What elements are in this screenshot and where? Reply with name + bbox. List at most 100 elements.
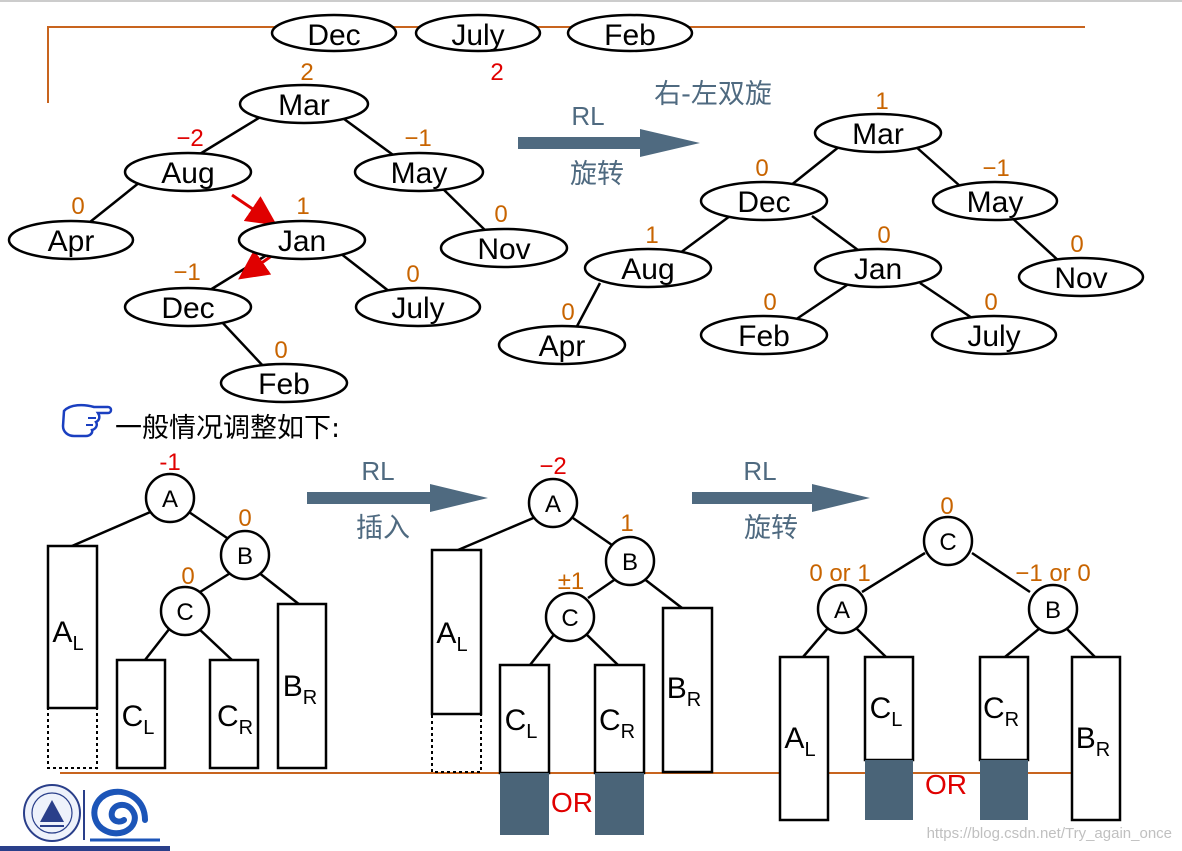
bf-aug: 1: [645, 222, 658, 249]
insert-arrow: RL 插入: [307, 456, 488, 544]
node-label: C: [939, 529, 956, 556]
label-al: AL: [784, 722, 815, 761]
rotate-arrow-caption: 旋转: [744, 513, 798, 544]
node-label: C: [561, 605, 578, 632]
subtree-cl-growth: [500, 773, 549, 835]
subtree-cr: [208, 658, 260, 770]
subtree-br: [1070, 655, 1122, 822]
node-label: May: [967, 186, 1024, 219]
node-c: [922, 515, 974, 567]
bf-may: −1: [982, 155, 1009, 182]
after-tree-nodes: Mar Dec May Aug Jan Nov Apr Feb July: [497, 112, 1145, 366]
step2-subtree: A B C −2 1 ±1 AL CL CR BR OR: [430, 453, 714, 835]
subtree-cl-growth: [865, 760, 913, 820]
node-b: [219, 529, 271, 581]
label-al: AL: [436, 617, 467, 656]
node-may: [931, 180, 1059, 222]
top-arrow-caption: 旋转: [570, 159, 624, 190]
general-note: 一般情况调整如下:: [115, 413, 340, 444]
node-label: B: [237, 543, 253, 570]
pointing-hand-icon: [61, 403, 113, 438]
label-cl: CL: [505, 704, 538, 743]
node-label: A: [834, 597, 850, 624]
bf-nov: 0: [1070, 231, 1083, 258]
bf-dec: −1: [173, 259, 200, 286]
label-al: AL: [52, 616, 83, 655]
bf-aug: −2: [176, 125, 203, 152]
node-mar: [238, 83, 370, 125]
node-july: [930, 314, 1058, 356]
inserted-keys: Dec July Feb: [270, 13, 694, 53]
insert-arrow-label: RL: [361, 456, 394, 486]
node-feb: [219, 362, 349, 404]
bf-b: 0: [238, 505, 251, 532]
node-mar: [813, 112, 943, 154]
subtree-cl: [498, 663, 551, 775]
bf-mar: 1: [875, 88, 888, 115]
node-a: [144, 472, 196, 524]
subtree-cr-growth: [595, 773, 644, 835]
subtree-al: [778, 655, 830, 822]
subtree-br: [276, 602, 328, 770]
node-aug: [583, 247, 713, 289]
label-cl: CL: [122, 700, 155, 739]
node-dec: [699, 180, 829, 222]
node-b: [604, 535, 656, 587]
bf-july: 0: [984, 289, 997, 316]
bf-feb: 0: [274, 337, 287, 364]
subtree-cr: [978, 655, 1030, 762]
node-label: Apr: [539, 330, 586, 363]
after-tree: [573, 145, 1061, 331]
node-label: Dec: [161, 292, 214, 325]
node-label: Apr: [48, 225, 95, 258]
node-label: B: [622, 549, 638, 576]
node-label: July: [391, 292, 444, 325]
university-seal-icon: [23, 784, 81, 842]
watermark: https://blog.csdn.net/Try_again_once: [927, 825, 1172, 842]
top-rl-arrow: RL 旋转 右-左双旋: [518, 79, 772, 190]
insert-arrow-caption: 插入: [356, 513, 410, 544]
node-label: May: [391, 157, 448, 190]
node-nov: [1017, 256, 1145, 298]
node-c: [544, 591, 596, 643]
node-apr: [497, 324, 627, 366]
bf-a: −2: [539, 453, 566, 480]
subtree-al: [430, 548, 483, 716]
node-jan: [237, 219, 367, 261]
node-may: [353, 151, 485, 193]
after-tree-balance-factors: 1 0 −1 1 0 0 0 0 0: [561, 88, 1083, 326]
rotation-title: 右-左双旋: [654, 79, 772, 110]
rotate-arrow-label: RL: [743, 456, 776, 486]
node-a: [527, 477, 579, 529]
top-arrow-label: RL: [571, 101, 604, 131]
node-label: July: [967, 320, 1020, 353]
or-label: OR: [551, 787, 593, 818]
node-label: Mar: [278, 89, 330, 122]
label-br: BR: [283, 670, 317, 709]
node-apr: [7, 219, 135, 261]
node-label: Aug: [161, 157, 214, 190]
node-label: Nov: [1054, 262, 1107, 295]
node-dec: [123, 286, 253, 328]
node-july: [354, 286, 482, 328]
bf-mar: 2: [300, 59, 313, 86]
node-label: C: [176, 599, 193, 626]
subtree-cr-growth: [980, 760, 1028, 820]
step3-subtree: C A B 0 0 or 1 −1 or 0 AL CL CR BR OR: [778, 493, 1122, 822]
node-label: A: [545, 491, 561, 518]
before-tree-balance-factors: 2 2 −2 −1 0 1 0 −1 0 0: [71, 59, 507, 364]
label-br: BR: [1076, 722, 1110, 761]
node-label: Jan: [278, 225, 326, 258]
node-c: [159, 585, 211, 637]
subtree-al-growth: [431, 713, 482, 773]
top-guide-line: [47, 26, 1085, 103]
or-label: OR: [925, 769, 967, 800]
node-label: Nov: [477, 233, 530, 266]
bf-july: 0: [406, 261, 419, 288]
bf-c: 0: [181, 563, 194, 590]
department-logo-icon: [90, 788, 160, 842]
subtree-br: [661, 606, 714, 774]
bf-b: −1 or 0: [1015, 560, 1090, 587]
bf-jan: 0: [877, 222, 890, 249]
